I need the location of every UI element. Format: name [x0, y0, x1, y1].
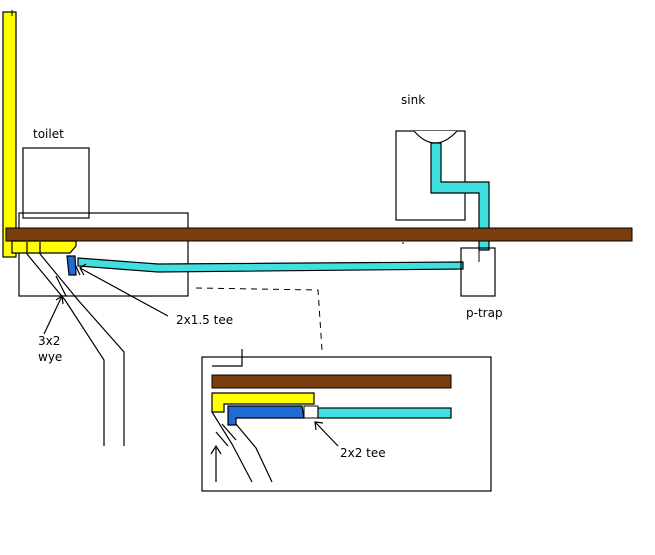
sink-label: sink [401, 93, 425, 107]
horizontal-drain-line [77, 257, 464, 273]
toilet-area-box [18, 212, 189, 297]
detail-tee-arrow [314, 421, 339, 447]
toilet-tank [22, 147, 90, 219]
vent-stack-pipe [2, 11, 17, 258]
toilet-label: toilet [33, 127, 64, 141]
tee-fitting-main [66, 255, 77, 276]
drain-pipe-left [26, 253, 105, 446]
detail-tee-arrow-head [314, 421, 324, 431]
tee-detail-label: 2x2 tee [340, 446, 386, 460]
detail-vent [212, 349, 243, 367]
drain-pipe-right [39, 253, 125, 446]
vent-stack [2, 10, 17, 258]
tee-main-label: 2x1.5 tee [176, 313, 233, 327]
wye-arrow-line [43, 295, 63, 335]
detail-tee [303, 405, 319, 419]
detail-leader [195, 287, 323, 351]
detail-pipe-line [215, 431, 229, 447]
tee-arrow [79, 263, 169, 317]
detail-pipe-line [221, 423, 237, 441]
p-trap-box [460, 247, 496, 297]
wye-label-line1: 3x2 [38, 334, 60, 348]
detail-pipe-line [211, 411, 253, 483]
wye-branch [55, 275, 67, 297]
detail-joist [211, 374, 452, 389]
floor-joist [5, 227, 633, 242]
p-trap-label: p-trap [466, 306, 503, 320]
detail-view [201, 349, 492, 492]
detail-fitting [227, 405, 305, 426]
detail-pipe-line [235, 423, 273, 483]
detail-up-arrow [210, 444, 222, 455]
vent-horizontal-pipe [11, 240, 77, 254]
detail-tee-arrow-line [314, 421, 339, 447]
detail-wye-lines [210, 411, 273, 483]
wye-lines [26, 242, 125, 446]
tee-arrow-line [79, 267, 169, 317]
detail-drain-line [317, 407, 452, 419]
wye-arrow-head [55, 294, 64, 305]
tee-arrow-head [79, 263, 87, 276]
wye-arrow [43, 294, 64, 335]
wye-label-line2: wye [38, 350, 62, 364]
